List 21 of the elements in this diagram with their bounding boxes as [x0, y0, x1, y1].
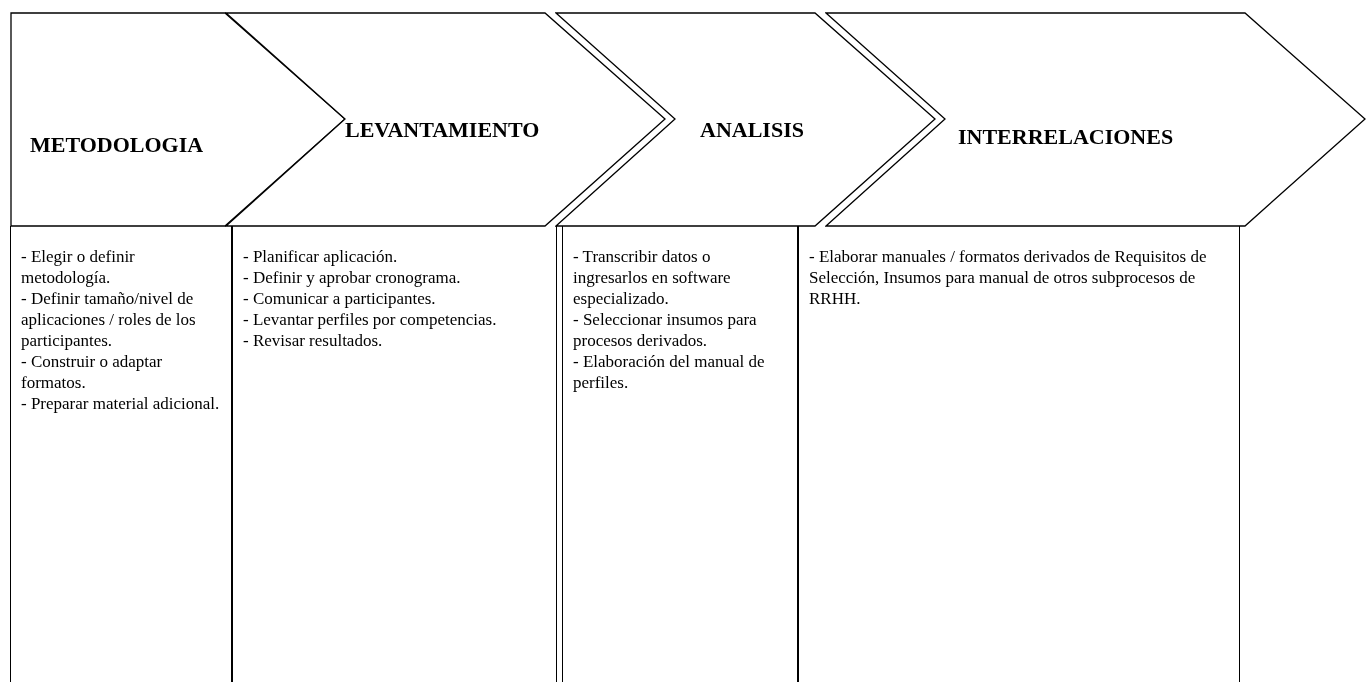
- task-column: [798, 226, 1240, 682]
- task-column: [562, 226, 798, 682]
- task-item: - Revisar resultados.: [243, 330, 384, 351]
- task-item: - Planificar aplicación.: [243, 246, 399, 267]
- stage-heading: ANALISIS: [700, 117, 804, 143]
- task-item: - Seleccionar insumos para procesos derivados.: [573, 309, 758, 351]
- task-item: - Elegir o definir metodología.: [21, 246, 136, 288]
- stage-heading: INTERRELACIONES: [958, 124, 1174, 150]
- task-column: [10, 226, 232, 682]
- task-column: [232, 226, 557, 682]
- task-item: - Levantar perfiles por competencias.: [243, 309, 498, 330]
- task-item: - Preparar material adicional.: [21, 393, 221, 414]
- task-item: - Construir o adaptar formatos.: [21, 351, 164, 393]
- stage-heading: LEVANTAMIENTO: [345, 117, 540, 143]
- task-item: - Definir y aprobar cronograma.: [243, 267, 462, 288]
- task-item: - Elaboración del manual de perfiles.: [573, 351, 766, 393]
- task-item: - Comunicar a participantes.: [243, 288, 437, 309]
- task-item: - Transcribir datos o ingresarlos en software especializado.: [573, 246, 732, 309]
- task-item: - Definir tamaño/nivel de aplicaciones / roles de los participantes.: [21, 288, 197, 351]
- stage-heading: METODOLOGIA: [30, 132, 204, 158]
- task-item: - Elaborar manuales / formatos derivados de Requisitos de Selección, Insumos para manual de otros subprocesos de RRHH.: [809, 246, 1208, 309]
